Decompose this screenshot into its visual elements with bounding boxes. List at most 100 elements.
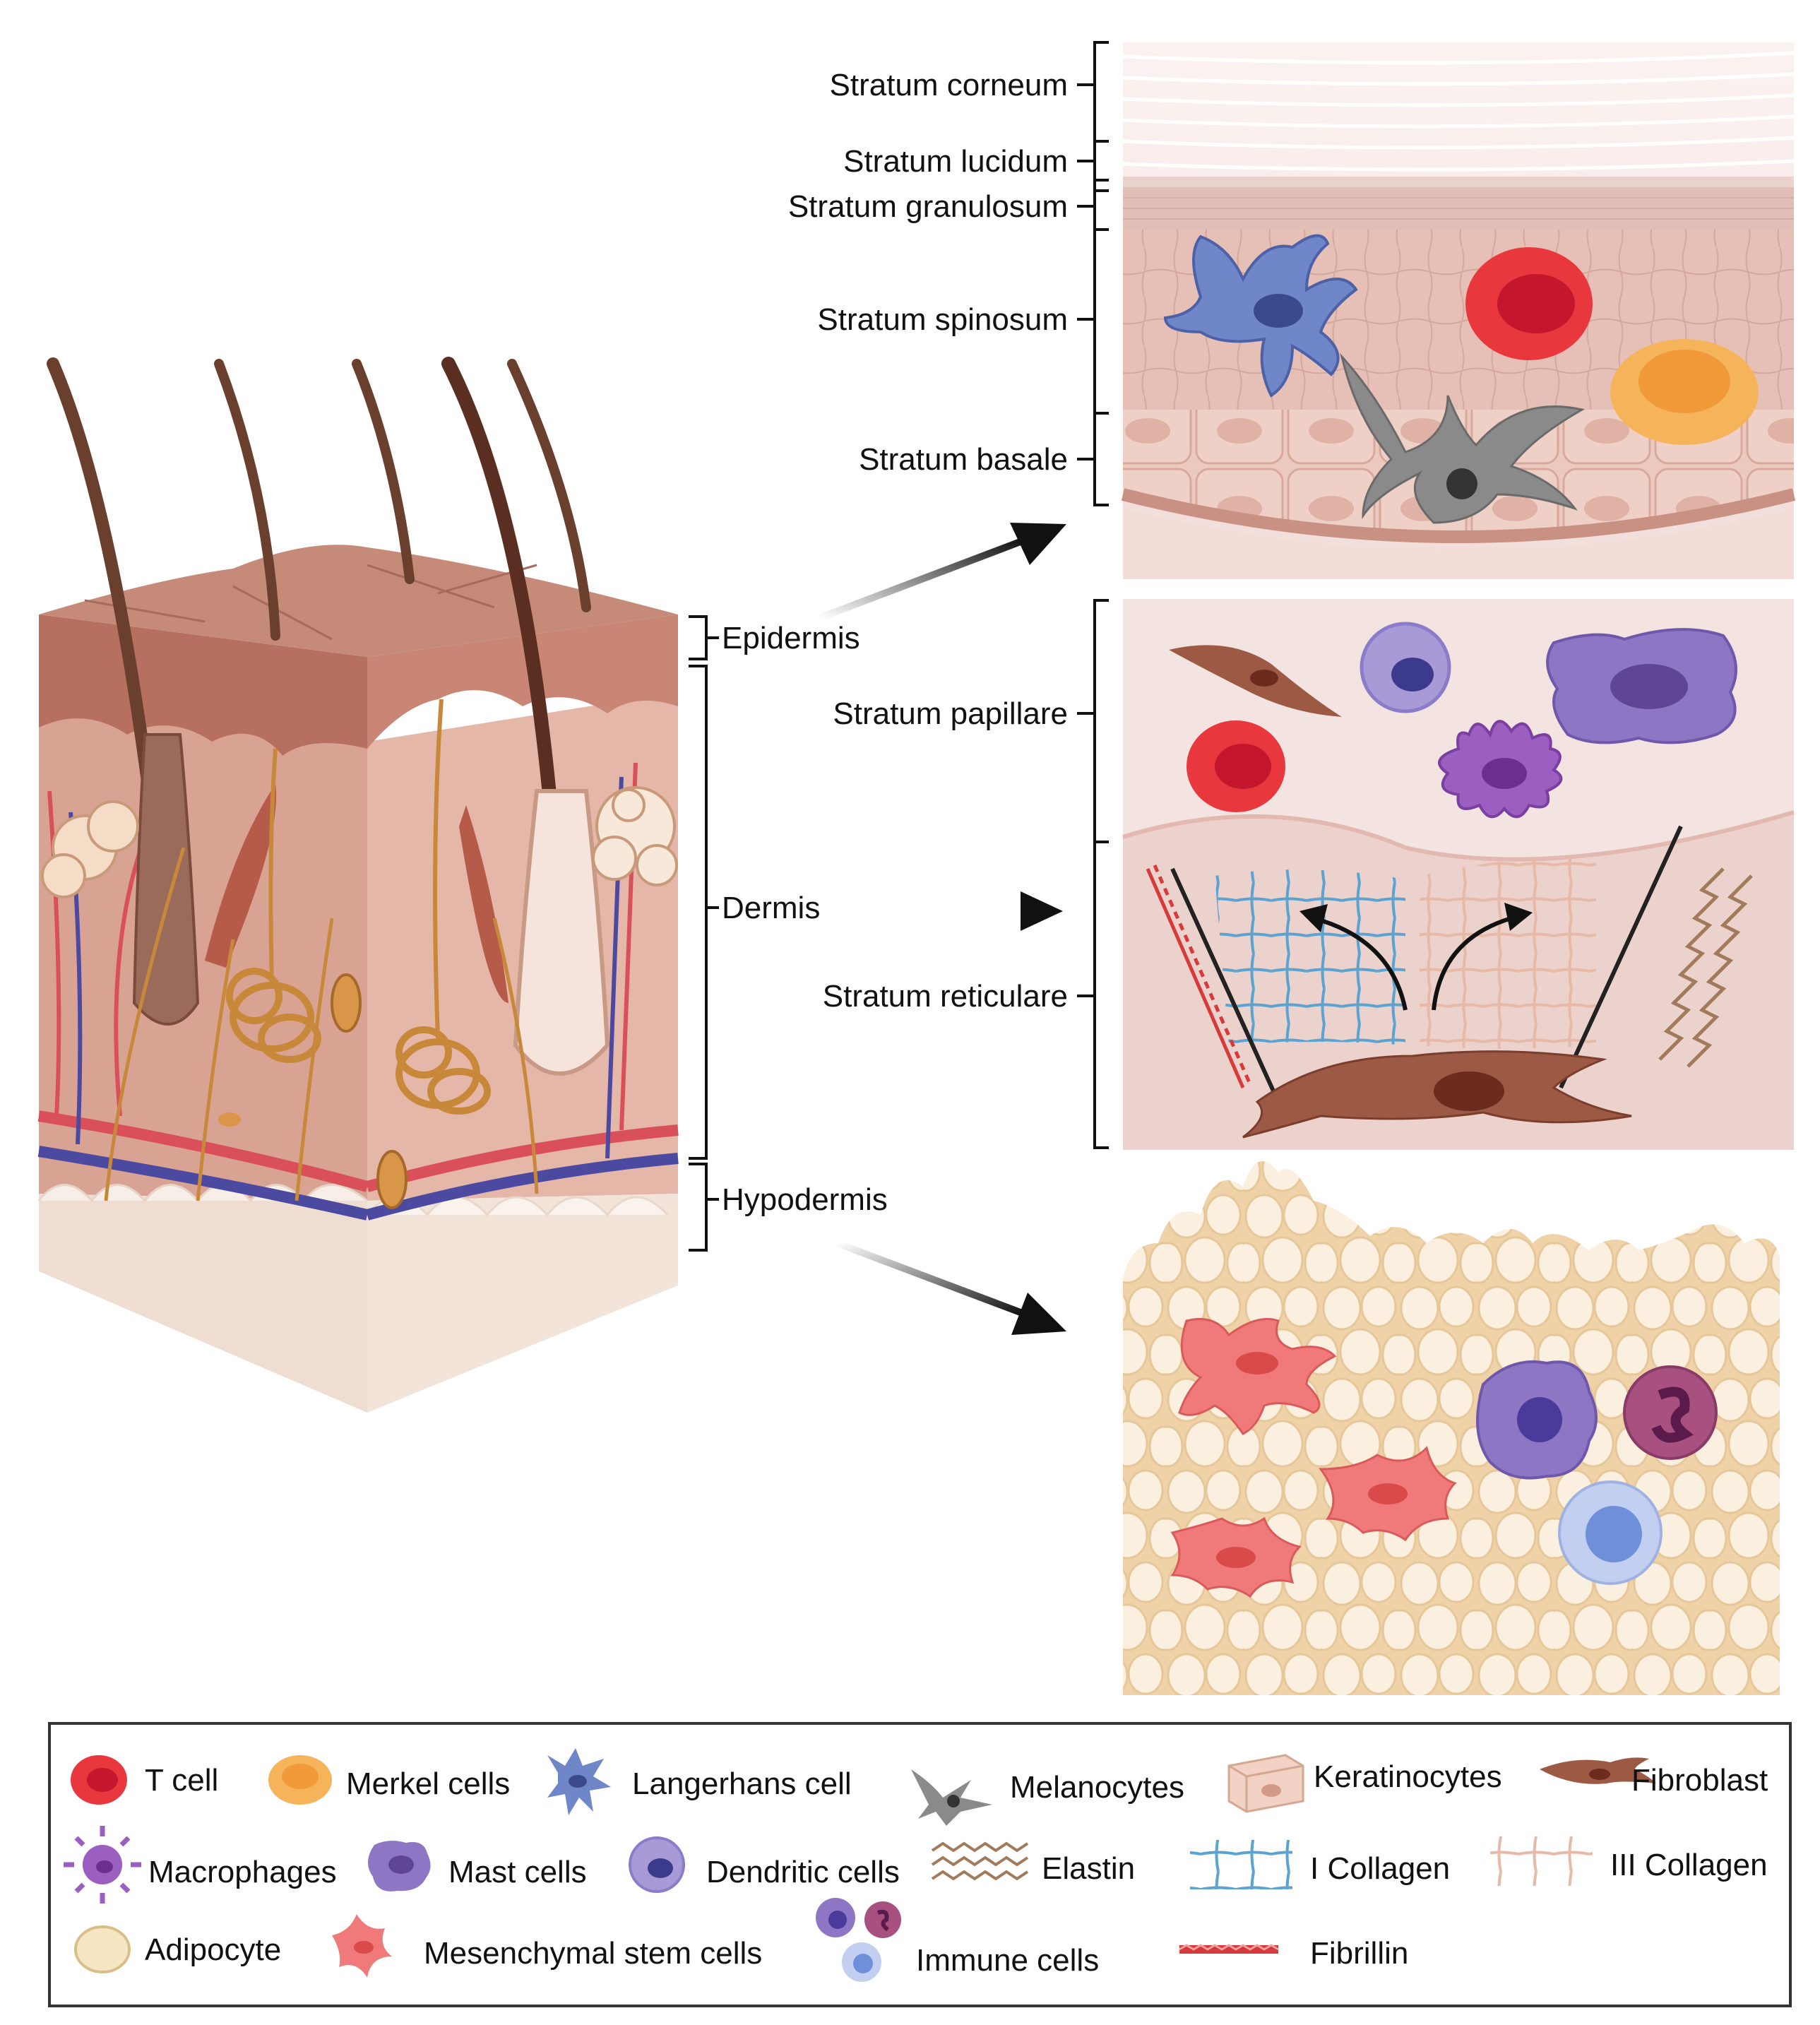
arrow-head-dermis	[1021, 891, 1063, 931]
legend-label-mast: Mast cells	[448, 1855, 587, 1889]
sebaceous-gland	[41, 800, 139, 898]
legend-label-msc: Mesenchymal stem cells	[424, 1936, 762, 1971]
legend-label-elastin: Elastin	[1042, 1851, 1135, 1886]
sebaceous-gland	[592, 786, 678, 886]
hair-shaft	[352, 359, 415, 584]
lymphocyte-hypodermis	[1558, 1480, 1663, 1585]
label-stratum-spinosum: Stratum spinosum	[817, 302, 1068, 337]
stratum-corneum-layers	[1122, 51, 1795, 172]
legend-label-macrophages: Macrophages	[148, 1855, 337, 1889]
fibroblast-small	[1169, 645, 1342, 717]
legend-label-t-cell: T cell	[145, 1763, 218, 1798]
artery-front	[37, 1110, 369, 1192]
label-stratum-corneum: Stratum corneum	[830, 68, 1068, 102]
mast-cell-hypodermis	[1476, 1360, 1598, 1480]
legend-swatch-mast	[367, 1841, 431, 1892]
zoom-arrows	[818, 523, 1066, 1335]
sweat-gland	[226, 968, 491, 1115]
basement-membrane	[1121, 488, 1796, 543]
merkel-cell	[1610, 339, 1759, 445]
artery-side	[365, 1124, 679, 1192]
fibroblast-dermis	[1242, 1050, 1632, 1139]
vein-side	[365, 1153, 679, 1221]
legend-swatch-collagen3	[1490, 1836, 1593, 1886]
pacinian-corpuscle	[331, 973, 362, 1033]
epidermis-strata-brackets	[1077, 41, 1109, 506]
arrow-to-epidermis	[818, 537, 1025, 622]
label-stratum-papillare: Stratum papillare	[833, 696, 1068, 731]
t-cell-dermis	[1186, 720, 1285, 812]
melanocyte	[1340, 352, 1586, 524]
arrector-pili-muscle	[205, 784, 277, 968]
elastin-fiber	[1658, 867, 1753, 1068]
legend-swatch-adipocyte	[74, 1925, 131, 1973]
legend-label-adipocyte: Adipocyte	[145, 1932, 281, 1967]
legend-swatch-immune	[816, 1898, 901, 1982]
arrector-pili-muscle	[459, 805, 508, 1003]
skin-block-top	[39, 545, 678, 657]
msc-hypodermis	[1178, 1318, 1337, 1435]
collagen-i-network	[1215, 869, 1405, 1045]
pacinian-corpuscle	[218, 1112, 241, 1127]
nerve-fiber	[104, 847, 539, 1201]
legend-label-merkel: Merkel cells	[346, 1766, 510, 1801]
collagen-iii-network	[1420, 855, 1596, 1049]
legend-label-fibrillin: Fibrillin	[1310, 1936, 1408, 1971]
mast-cell-dermis	[1546, 628, 1737, 744]
vein-front	[37, 1146, 369, 1221]
fibrillin-fiber	[1146, 865, 1252, 1089]
legend-label-dendritic: Dendritic cells	[706, 1855, 900, 1889]
legend-label-collagen1: I Collagen	[1310, 1851, 1450, 1886]
hair-follicle	[513, 789, 610, 1076]
legend-swatch-keratinocyte	[1227, 1754, 1304, 1813]
arrow-to-hypodermis	[835, 1240, 1025, 1317]
label-stratum-granulosum: Stratum granulosum	[788, 189, 1068, 224]
legend-label-fibroblast: Fibroblast	[1631, 1763, 1768, 1798]
legend-label-keratinocytes: Keratinocytes	[1314, 1759, 1502, 1794]
langerhans-cell	[1163, 234, 1358, 398]
arrow-head-epidermis	[1010, 523, 1066, 565]
label-stratum-reticulare: Stratum reticulare	[823, 979, 1068, 1014]
hair-shaft	[214, 359, 280, 641]
legend-swatch-fibroblast	[1540, 1757, 1656, 1784]
t-cell	[1465, 247, 1593, 360]
legend-swatch-fibrillin	[1179, 1944, 1279, 1954]
hair-follicle	[132, 733, 200, 1026]
legend-label-collagen3: III Collagen	[1610, 1848, 1768, 1882]
label-stratum-basale: Stratum basale	[859, 442, 1068, 477]
legend-label-immune: Immune cells	[916, 1943, 1099, 1978]
legend-swatch-collagen1	[1190, 1840, 1292, 1889]
dermis-strata-brackets	[1077, 599, 1109, 1149]
legend-swatch-msc	[332, 1914, 392, 1978]
label-stratum-lucidum: Stratum lucidum	[843, 144, 1068, 179]
msc-hypodermis	[1170, 1516, 1302, 1598]
legend-label-langerhans: Langerhans cell	[632, 1766, 852, 1801]
panel-hypodermis	[1123, 1161, 1780, 1695]
msc-hypodermis	[1319, 1446, 1457, 1542]
skin-block-illustration	[37, 357, 679, 1413]
arrow-head-hypodermis	[1011, 1293, 1066, 1335]
skin-block-side-hypodermis	[367, 1194, 678, 1413]
legend-swatch-dendritic	[629, 1836, 685, 1893]
skin-block-front-hypodermis	[39, 1194, 367, 1413]
macrophage-dermis	[1438, 720, 1563, 819]
skin-block-front-epidermis	[39, 614, 367, 756]
curved-arrow	[1432, 916, 1512, 1011]
curved-arrow	[1313, 916, 1408, 1011]
legend-swatch-macrophage	[64, 1826, 141, 1904]
neutrophil-hypodermis	[1623, 1365, 1718, 1460]
legend: T cell Merkel cells Langerhans cell Mela…	[48, 1722, 1792, 2007]
label-hypodermis: Hypodermis	[722, 1182, 888, 1217]
legend-swatch-langerhans	[547, 1748, 611, 1815]
legend-label-melanocytes: Melanocytes	[1010, 1770, 1184, 1805]
legend-swatch-elastin	[931, 1841, 1029, 1881]
layer-brackets	[689, 615, 719, 1252]
label-dermis: Dermis	[722, 891, 820, 925]
legend-swatch-merkel	[268, 1755, 332, 1805]
pacinian-corpuscle	[376, 1150, 408, 1209]
label-epidermis: Epidermis	[722, 621, 860, 655]
legend-swatch-melanocyte	[911, 1769, 992, 1826]
skin-block-side-epidermis	[367, 614, 678, 749]
legend-swatch-t-cell	[71, 1755, 127, 1805]
